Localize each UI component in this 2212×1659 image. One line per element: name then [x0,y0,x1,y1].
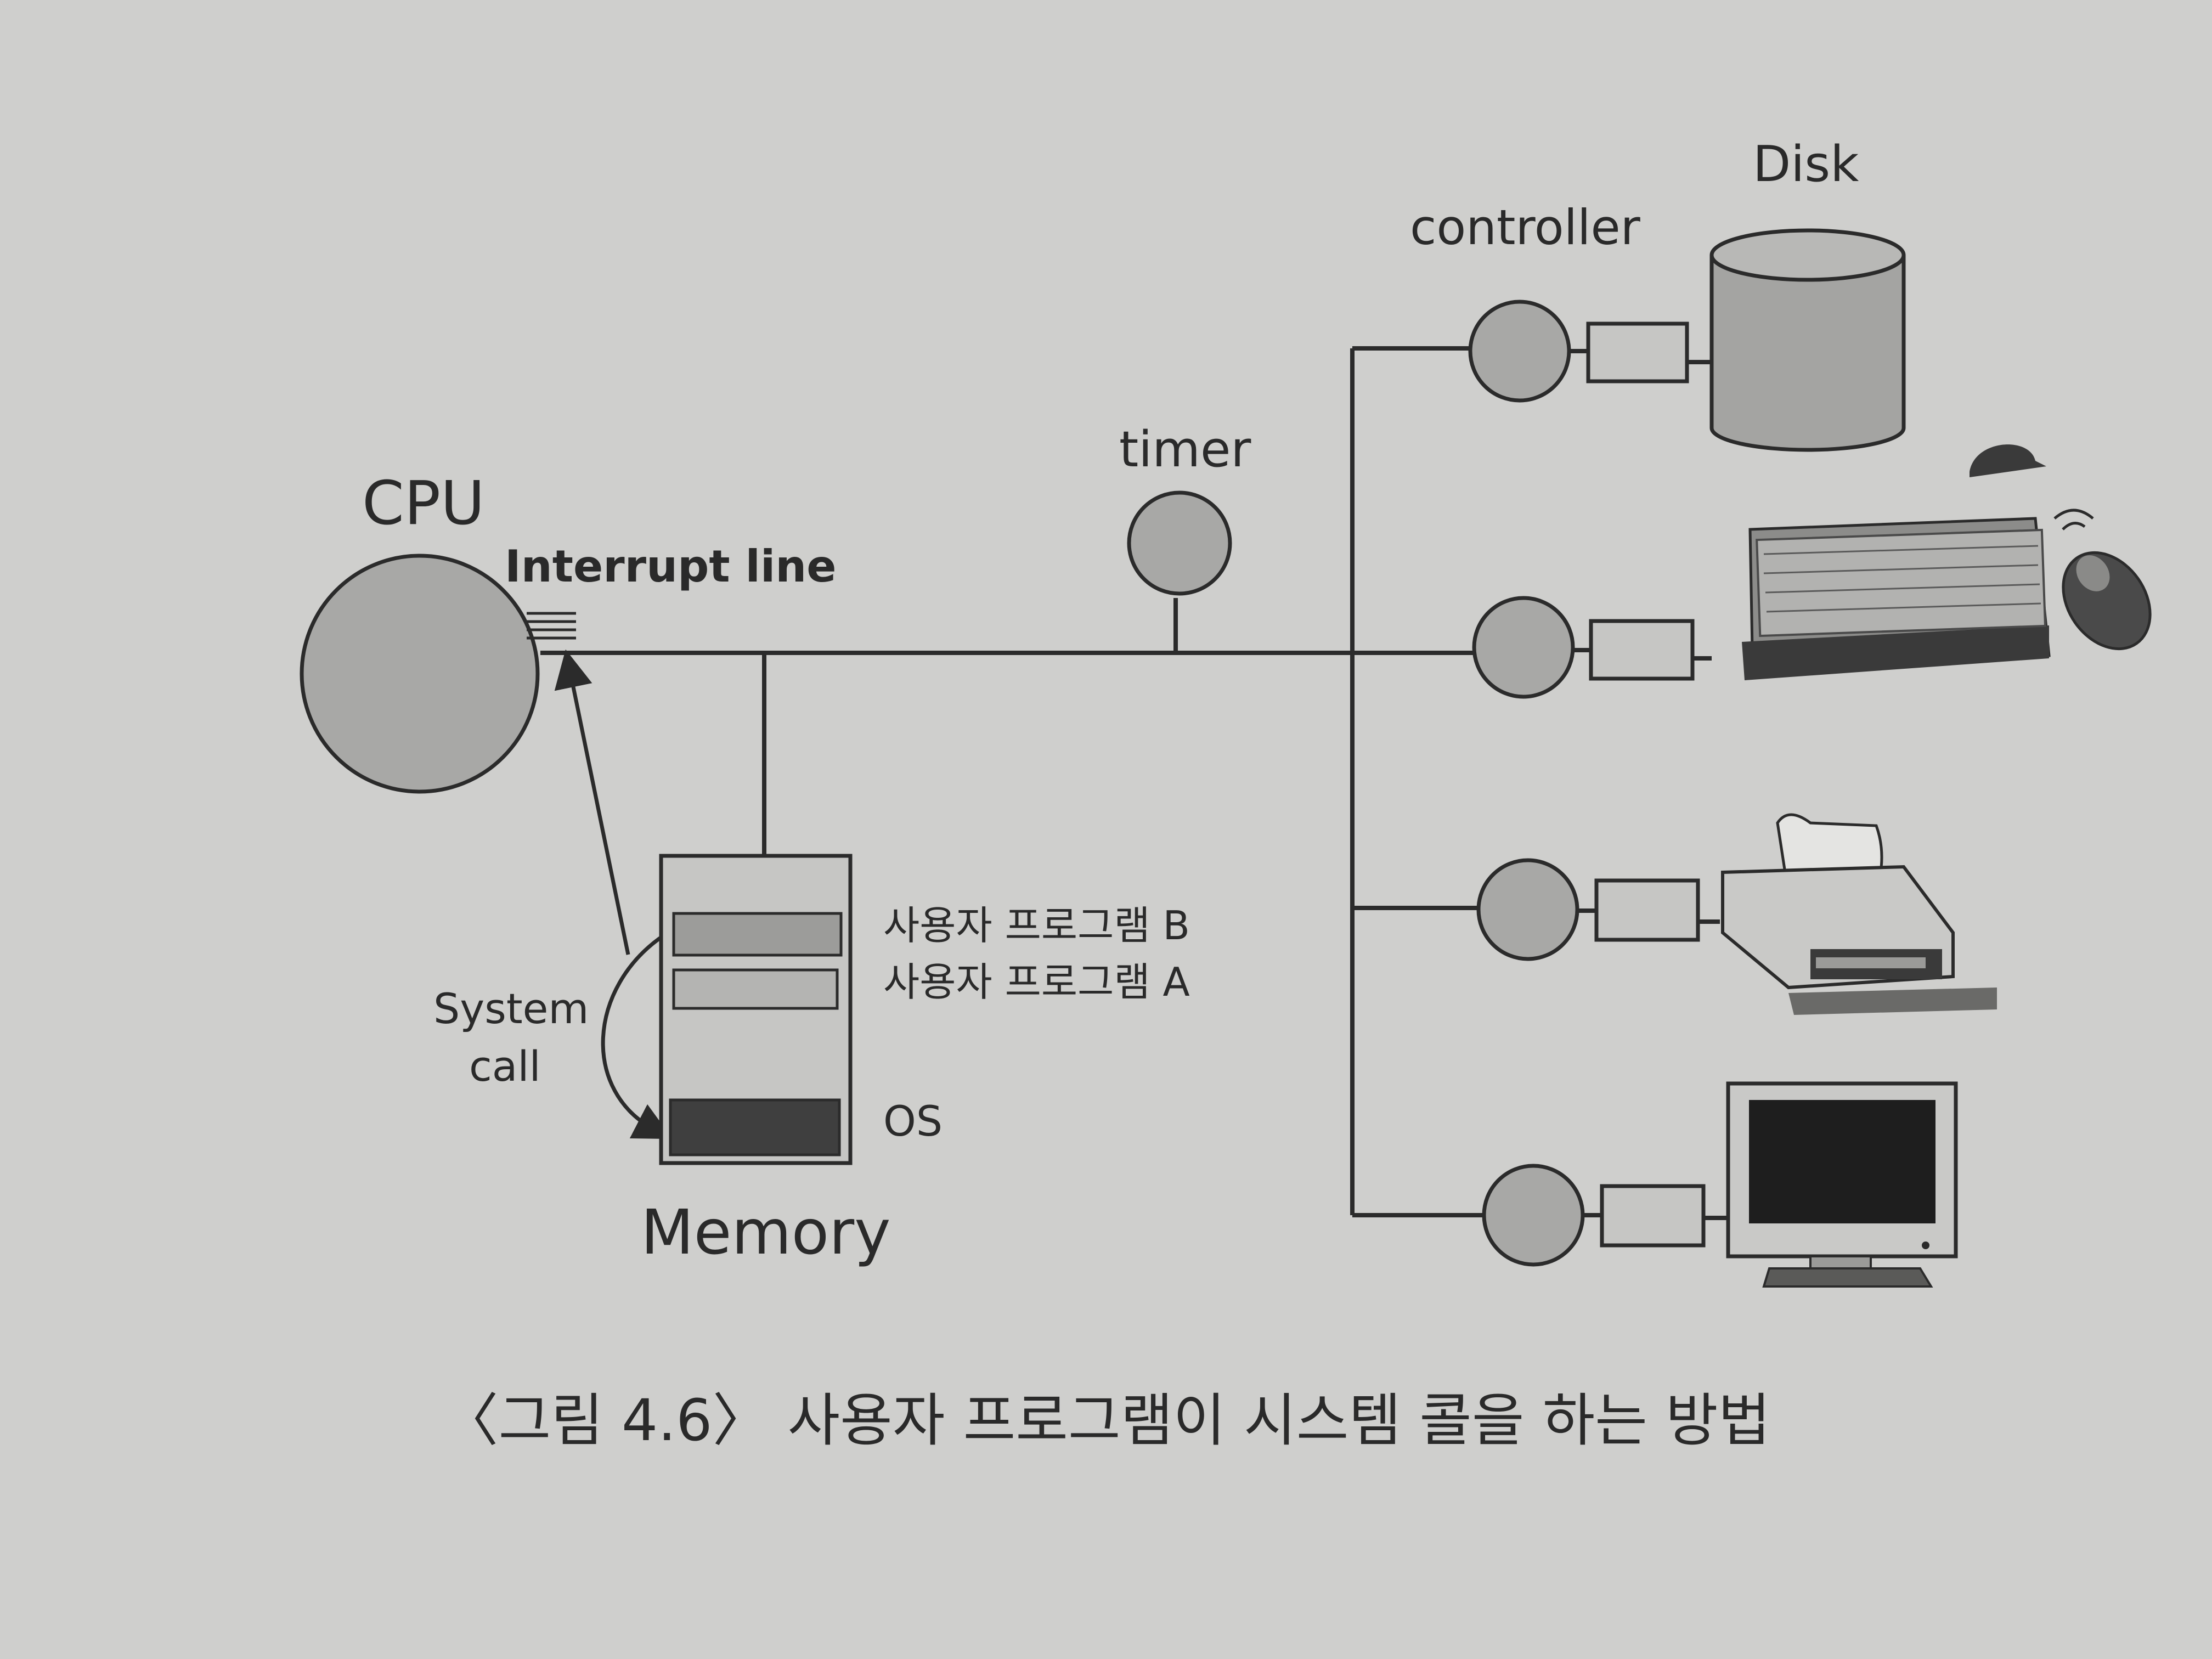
os-label: OS [883,1097,943,1146]
monitor-controller-box [1600,1184,1706,1248]
disk-controller-box [1586,321,1689,383]
user-program-a-block [672,968,839,1010]
system-call-arrow [601,934,673,1139]
timer-circle [1127,490,1232,596]
os-block [669,1098,841,1156]
system-call-label-line2: call [469,1042,541,1091]
printer-controller-circle [1476,858,1579,961]
monitor-controller-circle [1482,1164,1585,1267]
mouse-icon [2053,509,2152,651]
disk-cylinder-icon [1709,228,1906,452]
user-program-a-label: 사용자 프로그램 A [883,959,1190,1005]
printer-controller [1476,858,1720,961]
interrupt-line-marks [527,612,576,640]
cpu-label: CPU [362,468,485,538]
bus-lines [540,346,1492,1217]
keyboard-controller-circle [1472,596,1575,699]
memory-label: Memory [641,1197,891,1268]
printer-icon [1721,813,1997,1015]
interrupt-arrow [554,649,630,955]
system-call-label-line1: System [433,984,589,1033]
user-program-b-label: 사용자 프로그램 B [883,902,1190,949]
printer-controller-box [1594,878,1700,942]
keyboard-icon [1742,444,2051,680]
controller-label: controller [1410,199,1641,256]
figure-caption: 〈그림 4.6〉 사용자 프로그램이 시스템 콜을 하는 방법 [442,1387,1771,1454]
user-program-b-block [672,912,843,957]
monitor-controller [1482,1164,1728,1267]
memory-block [659,854,853,1165]
disk-controller-circle [1468,300,1571,403]
cpu-circle [300,554,540,794]
monitor-icon [1726,1081,1958,1288]
disk-controller [1468,300,1712,403]
keyboard-controller [1472,596,1712,699]
wireless-receiver-icon [1970,444,2046,477]
interrupt-line-label: Interrupt line [505,541,837,592]
keyboard-controller-box [1589,619,1695,681]
timer-label: timer [1119,421,1251,478]
disk-label: Disk [1753,136,1859,193]
